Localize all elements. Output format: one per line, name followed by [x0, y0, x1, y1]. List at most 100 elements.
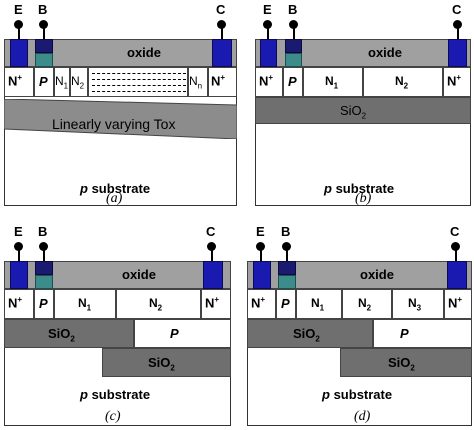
terminal-dot-b: [282, 242, 291, 251]
collector-contact: [448, 39, 467, 67]
base-contact: [35, 261, 53, 275]
sio2-left-label: SiO2: [48, 326, 75, 344]
n1-region: [303, 67, 363, 97]
p-mid-label: P: [400, 326, 409, 341]
pin-label-e: E: [14, 224, 23, 239]
n-plus-right-label: N+: [211, 73, 226, 89]
substrate-label: p substrate: [322, 387, 393, 402]
n-plus-left-label: N+: [8, 295, 23, 311]
n-plus-right-region: [208, 67, 237, 97]
emitter-contact: [253, 261, 271, 289]
oxide-label: oxide: [368, 45, 402, 60]
pin-label-c: C: [450, 224, 460, 239]
terminal-dot-e: [14, 20, 23, 29]
terminal-lead-e: [267, 26, 269, 40]
n2-region: [363, 67, 443, 97]
pin-label-b: B: [38, 2, 48, 17]
drift-region: [88, 67, 188, 97]
n3-region: [392, 289, 444, 319]
dashed-line: [92, 85, 186, 86]
terminal-lead-b: [293, 26, 295, 40]
n-plus-right-region: [444, 289, 472, 319]
sio2-left-layer: [4, 319, 134, 348]
n1-label: N1: [78, 296, 92, 313]
emitter-contact: [10, 261, 28, 289]
sio2-left-label: SiO2: [293, 326, 320, 344]
oxide-label: oxide: [360, 267, 394, 282]
nn-region: [188, 67, 208, 97]
oxide-label: oxide: [127, 45, 161, 60]
terminal-lead-c: [457, 26, 459, 40]
n-plus-left-region: [4, 289, 34, 319]
base-contact: [35, 39, 53, 53]
sio2-left-layer: [247, 319, 373, 348]
tox-wedge: [4, 99, 237, 139]
base-contact: [285, 39, 302, 53]
n-plus-left-region: [255, 67, 283, 97]
terminal-dot-e: [263, 20, 272, 29]
pin-label-e: E: [256, 224, 265, 239]
sio2-right-label: SiO2: [388, 355, 415, 373]
substrate-label: p substrate: [80, 181, 151, 196]
terminal-lead-c: [221, 26, 223, 40]
n2-region: [70, 67, 88, 97]
pin-label-c: C: [206, 224, 216, 239]
n1-label: N1: [325, 74, 339, 91]
nn-label: Nn: [189, 74, 203, 91]
tox-label: Linearly varying Tox: [52, 116, 176, 132]
substrate-label: p substrate: [324, 181, 395, 196]
sio2-right-label: SiO2: [148, 355, 175, 373]
n3-label: N3: [408, 296, 422, 313]
base-contact-lower: [285, 53, 302, 67]
base-contact-lower: [35, 275, 53, 289]
base-contact: [278, 261, 296, 275]
n1-label: N1: [311, 296, 325, 313]
emitter-contact: [10, 39, 28, 67]
n-plus-left-region: [247, 289, 276, 319]
p-base-label: P: [39, 74, 48, 89]
terminal-dot-c: [217, 20, 226, 29]
n2-region: [116, 289, 201, 319]
pin-label-b: B: [288, 2, 298, 17]
n-plus-right-label: N+: [447, 73, 462, 89]
terminal-lead-e: [260, 248, 262, 262]
dashed-line: [92, 73, 186, 74]
p-base-region: [34, 289, 54, 319]
n-plus-left-region: [4, 67, 34, 97]
panel-b: E B C oxide N+ P N1 N2 N+ SiO2 p substra…: [252, 0, 474, 215]
n1-region: [54, 289, 116, 319]
p-base-region: [276, 289, 296, 319]
n-plus-right-region: [443, 67, 471, 97]
p-mid-label: P: [170, 326, 179, 341]
n2-label: N2: [358, 296, 372, 313]
sio2-layer: [255, 97, 471, 124]
terminal-dot-e: [14, 242, 23, 251]
n1-region: [296, 289, 342, 319]
panel-c: E B C oxide N+ P N1 N2 N+ SiO2 P SiO2 p …: [0, 220, 237, 430]
terminal-lead-b: [43, 248, 45, 262]
n2-label: N2: [149, 296, 163, 313]
caption-a: (a): [106, 191, 123, 206]
terminal-lead-b: [43, 26, 45, 40]
panel-d: E B C oxide N+ P N1 N2 N3 N+ SiO2 P SiO2…: [244, 220, 474, 430]
terminal-lead-e: [18, 248, 20, 262]
panel-a: E B C oxide N+ P N1 N2 Nn N+ Linearly va…: [0, 0, 237, 215]
substrate-label: p substrate: [80, 387, 151, 402]
n-plus-left-label: N+: [259, 73, 274, 89]
caption-d: (d): [354, 409, 371, 424]
n2-label: N2: [395, 74, 409, 91]
caption-c: (c): [105, 409, 121, 424]
n1-region: [54, 67, 70, 97]
n-plus-left-label: N+: [8, 73, 23, 89]
terminal-lead-c: [211, 248, 213, 262]
n-plus-left-label: N+: [251, 295, 266, 311]
terminal-dot-e: [256, 242, 265, 251]
collector-contact: [203, 261, 223, 289]
pin-label-c: C: [452, 2, 462, 17]
oxide-label: oxide: [122, 267, 156, 282]
p-base-region: [34, 67, 54, 97]
terminal-dot-c: [451, 242, 460, 251]
n-plus-right-label: N+: [448, 295, 463, 311]
pin-label-e: E: [14, 2, 23, 17]
pin-label-c: C: [216, 2, 226, 17]
